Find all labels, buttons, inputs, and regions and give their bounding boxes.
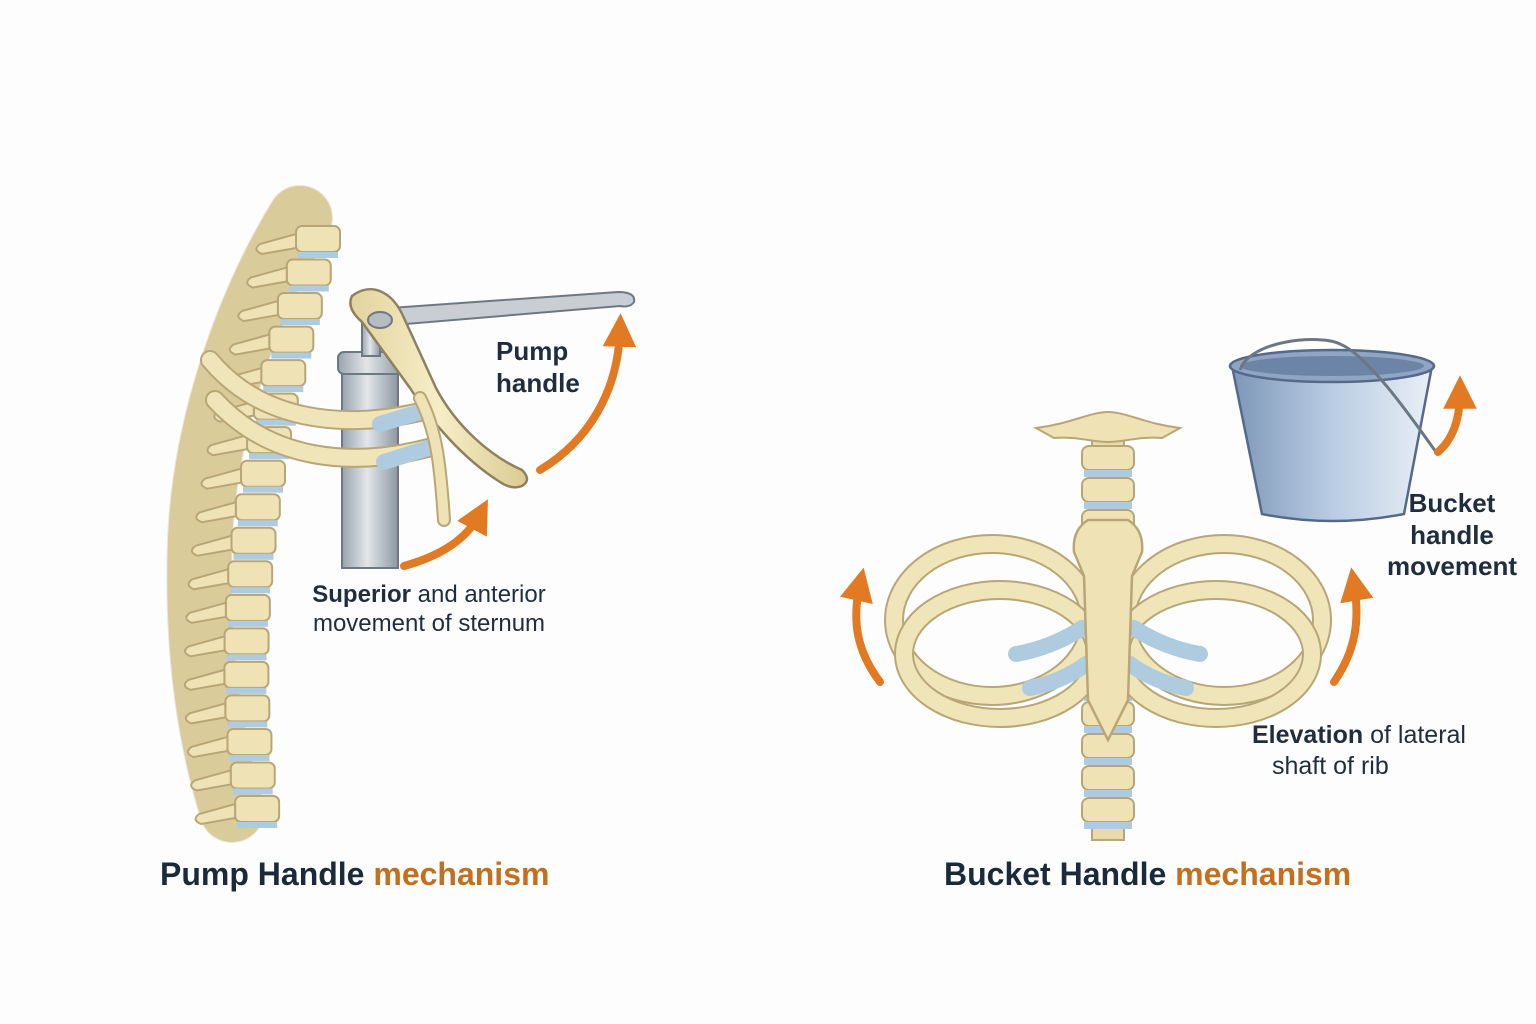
bucket-movement-label: Bucket handle movement xyxy=(1376,488,1528,583)
spinous-process xyxy=(200,467,243,490)
vertebra xyxy=(240,459,287,488)
vertebra xyxy=(285,258,332,287)
spinous-process xyxy=(246,266,288,289)
intervertebral-disc xyxy=(271,352,312,359)
vertebra xyxy=(224,694,271,723)
bucket-handle-title: Bucket Handle mechanism xyxy=(944,856,1351,893)
spinous-process xyxy=(194,802,237,826)
spinous-process xyxy=(237,299,279,323)
bucket-icon xyxy=(1228,338,1438,523)
intervertebral-disc xyxy=(288,285,329,292)
spinous-process xyxy=(183,668,226,691)
intervertebral-disc xyxy=(263,386,304,393)
lateral-elevation-label: Elevation of lateral shaft of rib xyxy=(1252,720,1522,781)
curved-arrow-icon xyxy=(536,313,637,474)
sternum-lever xyxy=(349,288,529,527)
sternum-movement-label: Superior and anterior movement of sternu… xyxy=(298,580,560,639)
intervertebral-disc xyxy=(255,419,296,426)
bucket-label-line2: handle xyxy=(1410,519,1494,550)
curved-arrow-icon xyxy=(1434,375,1477,456)
curved-arrow-icon xyxy=(839,567,884,686)
intervertebral-disc xyxy=(279,319,320,326)
pump-title-accent: mechanism xyxy=(373,856,550,892)
intervertebral-disc xyxy=(1084,502,1132,509)
pump-handle-title: Pump Handle mechanism xyxy=(160,856,549,893)
intervertebral-disc xyxy=(227,620,268,627)
sternum-label-line2: movement of sternum xyxy=(312,610,546,638)
vertebra xyxy=(268,325,315,354)
vertebra xyxy=(1081,477,1135,503)
bucket-label-line3: movement xyxy=(1386,551,1518,582)
vertebra xyxy=(234,795,281,823)
vertebra xyxy=(276,292,323,321)
spinous-process xyxy=(195,500,237,524)
bucket-title-accent: mechanism xyxy=(1175,856,1352,892)
intervertebral-disc xyxy=(1084,470,1132,477)
intervertebral-disc xyxy=(298,252,338,258)
vertebra xyxy=(295,225,341,253)
spinous-process xyxy=(191,534,233,557)
vertebra xyxy=(234,493,281,522)
pump-ribs xyxy=(200,350,438,470)
spinous-process xyxy=(184,702,227,725)
intervertebral-disc xyxy=(237,520,278,527)
spinous-process xyxy=(185,601,227,624)
vertebra xyxy=(1081,445,1135,471)
spinous-process xyxy=(228,333,271,356)
intervertebral-disc xyxy=(237,822,278,828)
spinous-process xyxy=(184,635,226,658)
vertebra xyxy=(260,359,307,388)
intervertebral-disc xyxy=(243,486,284,493)
intervertebral-disc xyxy=(1084,758,1132,765)
bucket-label-line1: Bucket xyxy=(1408,488,1496,518)
spine-icon xyxy=(166,185,341,843)
intervertebral-disc xyxy=(230,587,271,594)
intervertebral-disc xyxy=(232,788,273,795)
spinous-process xyxy=(187,567,230,591)
intervertebral-disc xyxy=(1084,822,1132,829)
vertebra xyxy=(226,727,273,756)
vertebra xyxy=(223,660,270,689)
vertebra xyxy=(230,526,277,555)
vertebra xyxy=(224,593,271,622)
intervertebral-disc xyxy=(1084,790,1132,797)
vertebra xyxy=(1081,765,1135,791)
pump-handle-label-line2: handle xyxy=(496,367,580,398)
vertebra xyxy=(1081,797,1135,823)
intervertebral-disc xyxy=(227,721,268,728)
intervertebral-disc xyxy=(226,654,267,661)
spinous-process xyxy=(190,769,232,792)
vertebra xyxy=(227,560,274,589)
intervertebral-disc xyxy=(233,553,274,560)
intervertebral-disc xyxy=(249,453,290,460)
spinous-process xyxy=(186,735,229,758)
pump-handle-illustration xyxy=(166,185,637,843)
pump-handle-label: Pump handle xyxy=(496,336,580,399)
curved-arrow-icon xyxy=(400,499,488,570)
bucket-title-main: Bucket Handle xyxy=(944,856,1176,892)
sternum-label-rest: and anterior xyxy=(410,581,546,608)
lateral-label-line2: shaft of rib xyxy=(1272,751,1389,780)
curved-arrow-icon xyxy=(1330,567,1374,686)
vertebra xyxy=(223,627,270,656)
pump-title-main: Pump Handle xyxy=(160,856,374,892)
lateral-label-bold: Elevation xyxy=(1252,721,1364,749)
pump-handle-label-line1: Pump xyxy=(496,336,569,366)
intervertebral-disc xyxy=(226,687,267,694)
vertebra xyxy=(229,761,276,790)
spinous-process xyxy=(255,232,297,256)
bucket-handle-illustration xyxy=(839,338,1477,841)
spinous-process xyxy=(206,433,249,457)
intervertebral-disc xyxy=(229,754,270,761)
sternum xyxy=(1072,518,1144,743)
lateral-label-rest: of lateral xyxy=(1363,721,1466,749)
sternum-label-bold: Superior xyxy=(312,581,411,608)
